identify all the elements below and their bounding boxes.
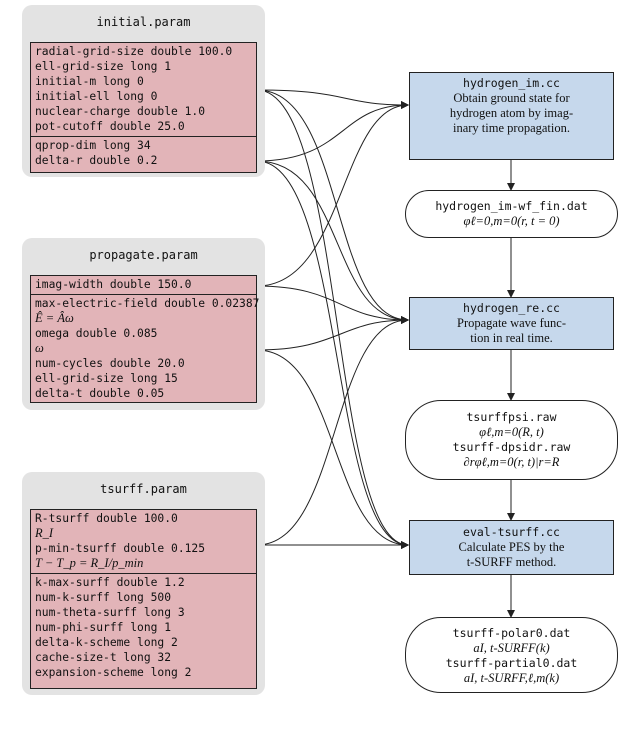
output-math: φℓ=0,m=0(r, t = 0) [463,214,560,228]
output-box-tsurff-polar: tsurff-polar0.dat aI, t-SURFF(k) tsurff-… [405,617,618,693]
param-entry: num-phi-surff long 1 [35,621,172,634]
param-entry: cache-size-t long 32 [35,651,172,664]
output-filename: tsurff-polar0.dat [452,626,571,640]
program-description: Calculate PES by the [458,540,565,554]
param-entry: ell-grid-size long 1 [35,60,172,73]
param-entry: omega double 0.085 [35,327,158,340]
param-entry: p-min-tsurff double 0.125 [35,542,206,555]
panel-title: initial.param [96,15,191,29]
param-entry: ell-grid-size long 15 [35,372,178,385]
output-box-tsurffpsi: tsurffpsi.raw φℓ,m=0(R, t) tsurff-dpsidr… [405,400,618,480]
section-divider [31,136,256,137]
param-math: R_I [35,526,54,540]
param-entry: delta-t double 0.05 [35,387,165,400]
edge-initial-top-to-hydrogen-re [256,89,409,324]
program-name: hydrogen_im.cc [463,76,560,90]
program-name: eval-tsurff.cc [463,525,560,539]
param-math: ω [35,341,44,355]
param-entry: k-max-surff double 1.2 [35,576,185,589]
program-description: t-SURFF method. [466,555,557,569]
param-entry: imag-width double 150.0 [35,278,192,291]
param-entry: radial-grid-size double 100.0 [35,45,233,58]
panel-title: tsurff.param [100,482,187,496]
initial-param-panel: initial.param radial-grid-size double 10… [22,5,265,177]
program-description: Obtain ground state for [453,91,570,105]
param-box: radial-grid-size double 100.0 ell-grid-s… [30,42,257,173]
edge-propagate-bottom-to-hydrogen-re [256,316,409,351]
param-box: R-tsurff double 100.0 R_I p-min-tsurff d… [30,509,257,689]
output-math: φℓ,m=0(R, t) [479,425,544,439]
output-box-wf-fin: hydrogen_im-wf_fin.dat φℓ=0,m=0(r, t = 0… [405,190,618,238]
output-math: aI, t-SURFF,ℓ,m(k) [463,671,560,685]
output-filename: tsurffpsi.raw [466,410,557,424]
edge-initial-bottom-to-eval-tsurff [256,160,409,549]
program-box-hydrogen-re: hydrogen_re.cc Propagate wave func- tion… [409,297,614,350]
param-entry: expansion-scheme long 2 [35,666,192,679]
program-description: Propagate wave func- [457,316,566,330]
edge-initial-top-to-hydrogen-im [256,89,409,109]
panel-title: propagate.param [89,248,198,262]
section-divider [31,573,256,574]
param-entry: pot-cutoff double 25.0 [35,120,185,133]
param-entry: max-electric-field double 0.02387 [35,297,260,310]
param-entry: delta-r double 0.2 [35,154,158,167]
output-filename: hydrogen_im-wf_fin.dat [435,199,588,213]
output-math: ∂rφℓ,m=0(r, t)|r=R [463,455,560,469]
program-box-hydrogen-im: hydrogen_im.cc Obtain ground state for h… [409,72,614,160]
param-box: imag-width double 150.0 max-electric-fie… [30,275,260,403]
program-description: hydrogen atom by imag- [449,106,574,120]
edge-initial-top-to-eval-tsurff [256,89,409,549]
param-entry: num-theta-surff long 3 [35,606,185,619]
edge-initial-bottom-to-hydrogen-re [256,160,409,324]
propagate-param-panel: propagate.param imag-width double 150.0 … [22,238,265,410]
param-entry: num-cycles double 20.0 [35,357,185,370]
output-math: aI, t-SURFF(k) [473,641,550,655]
param-math: T − T_p = R_I/p_min [35,556,144,570]
program-description: inary time propagation. [453,121,570,135]
param-entry: R-tsurff double 100.0 [35,512,178,525]
edge-propagate-top-to-hydrogen-im [256,101,409,287]
output-filename: tsurff-dpsidr.raw [452,440,571,454]
param-math: Ê = Âω [35,311,74,325]
program-box-eval-tsurff: eval-tsurff.cc Calculate PES by the t-SU… [409,520,614,575]
param-entry: initial-ell long 0 [35,90,158,103]
program-name: hydrogen_re.cc [463,301,560,315]
program-description: tion in real time. [470,331,553,345]
edge-propagate-bottom-to-eval-tsurff [256,349,409,549]
param-entry: delta-k-scheme long 2 [35,636,178,649]
param-entry: num-k-surff long 500 [35,591,172,604]
edge-tsurff-top-to-hydrogen-re [256,316,409,546]
param-entry: qprop-dim long 34 [35,139,151,152]
edge-initial-bottom-to-hydrogen-im [256,101,409,162]
section-divider [31,294,256,295]
output-filename: tsurff-partial0.dat [445,656,578,670]
tsurff-param-panel: tsurff.param R-tsurff double 100.0 R_I p… [22,472,265,695]
edge-propagate-top-to-hydrogen-re [256,285,409,324]
param-entry: initial-m long 0 [35,75,144,88]
param-entry: nuclear-charge double 1.0 [35,105,206,118]
